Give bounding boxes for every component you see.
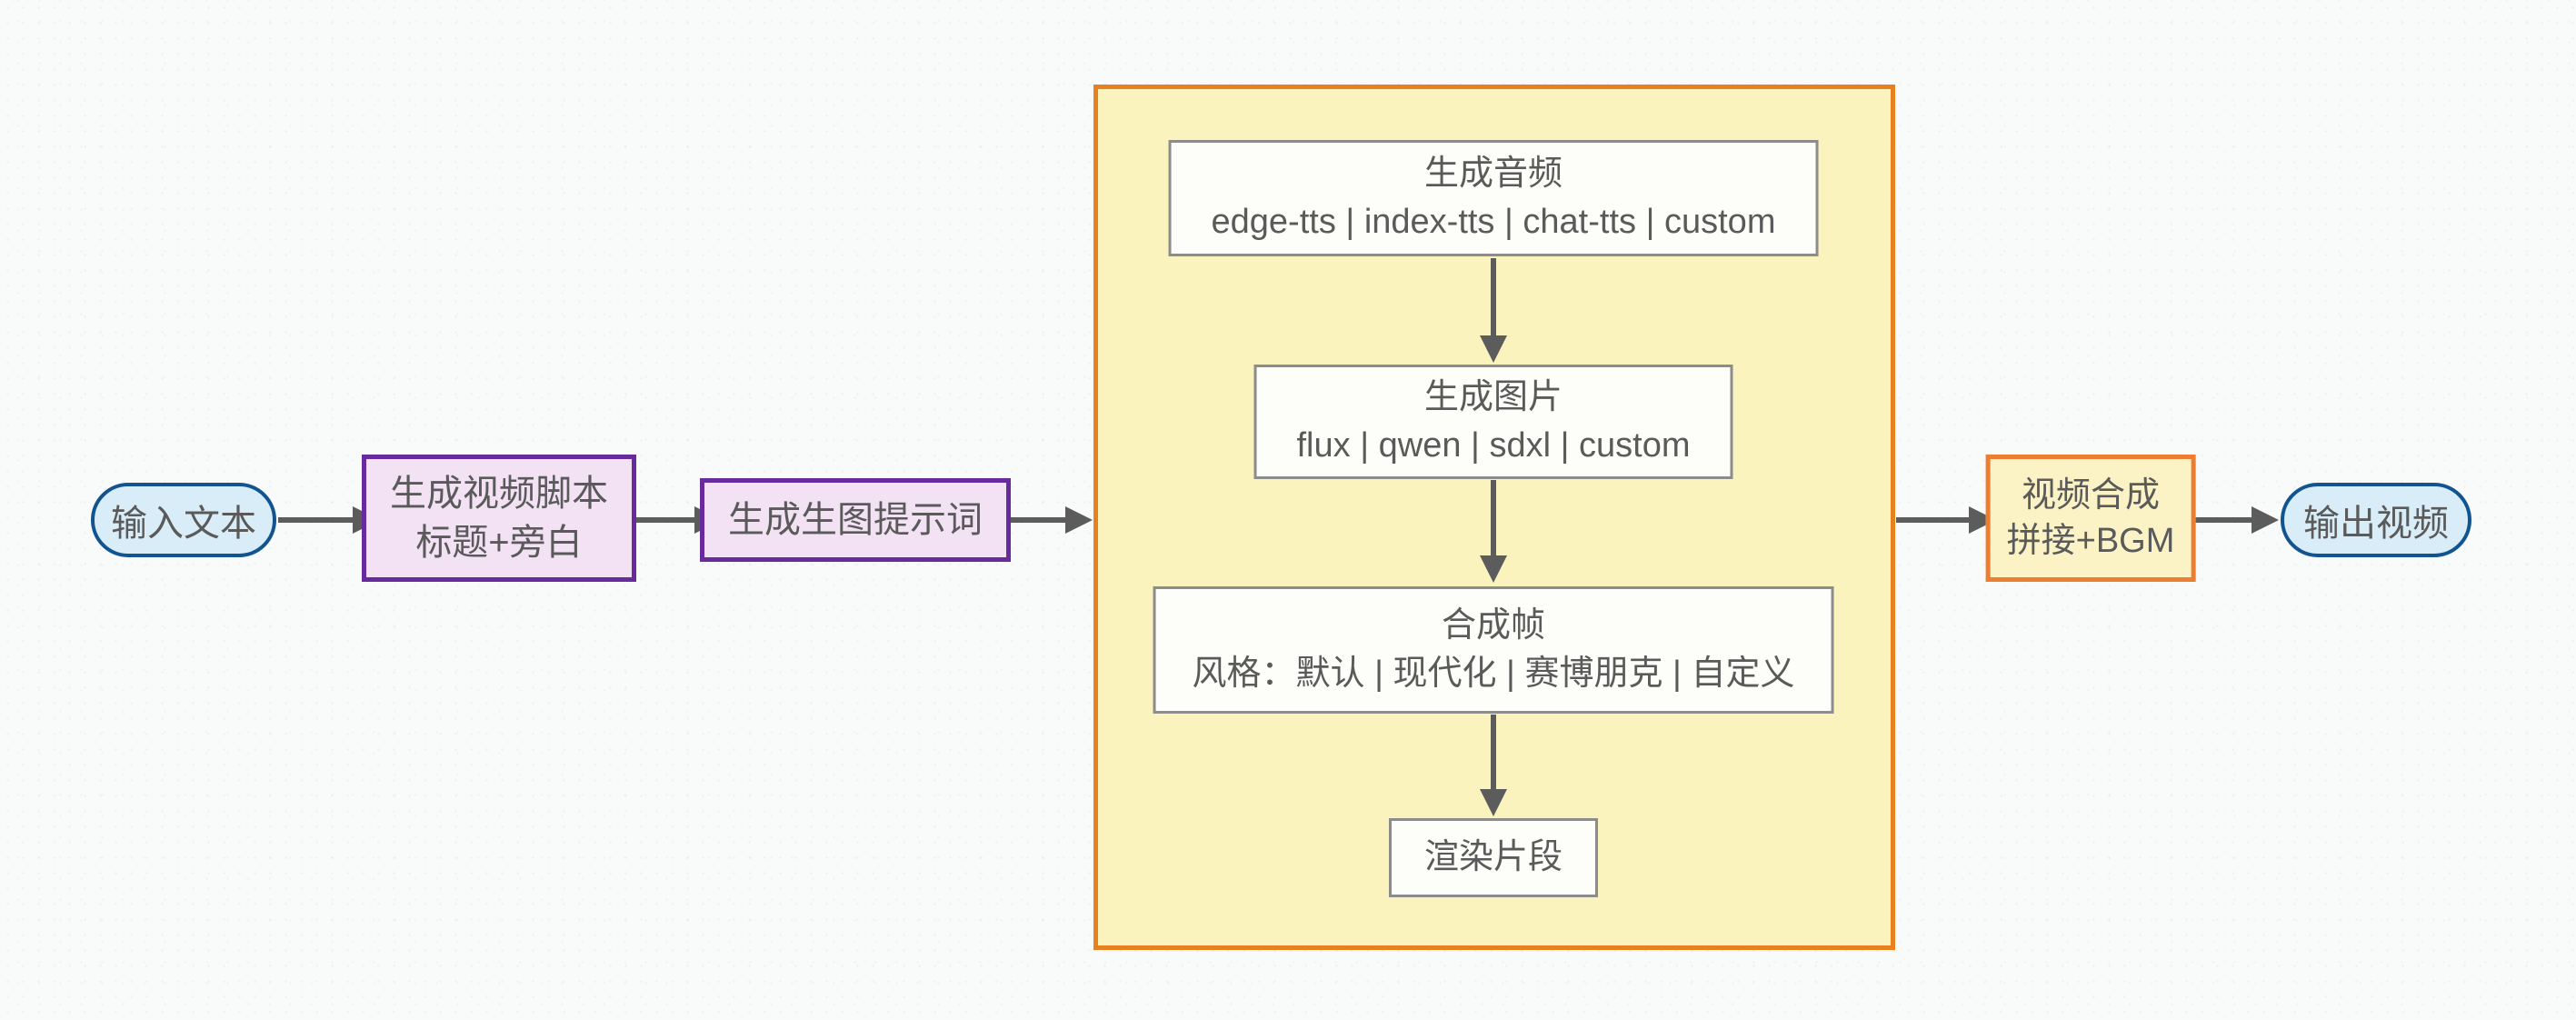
node-compose-frame-title: 合成帧 [1441,606,1545,645]
node-input-text: 输入文本 [91,483,276,557]
node-generate-image: 生成图片 flux | qwen | sdxl | custom [1253,365,1733,479]
arrow-pipeline-to-compose [1896,506,1996,534]
node-generate-script: 生成视频脚本 标题+旁白 [362,455,636,582]
arrow-compose-to-output [2188,506,2279,534]
node-generate-audio-options: edge-tts | index-tts | chat-tts | custom [1211,203,1776,241]
node-generate-image-prompt-label: 生成生图提示词 [728,500,983,540]
node-compose-frame: 合成帧 风格：默认 | 现代化 | 赛博朋克 | 自定义 [1153,586,1834,714]
node-video-compose-line2: 拼接+BGM [2006,522,2175,560]
node-generate-audio: 生成音频 edge-tts | index-tts | chat-tts | c… [1168,140,1819,256]
node-video-compose-line1: 视频合成 [2021,476,2160,515]
node-generate-script-line1: 生成视频脚本 [390,474,608,514]
node-generate-script-line2: 标题+旁白 [415,523,583,563]
node-generate-image-options: flux | qwen | sdxl | custom [1296,426,1691,465]
node-render-clip: 渲染片段 [1388,818,1599,897]
node-output-video: 输出视频 [2281,483,2471,557]
node-generate-image-title: 生成图片 [1423,378,1563,416]
node-video-compose: 视频合成 拼接+BGM [1985,455,2196,582]
node-output-video-label: 输出视频 [2303,504,2449,544]
node-input-text-label: 输入文本 [111,504,256,544]
node-generate-image-prompt: 生成生图提示词 [700,478,1011,562]
node-generate-audio-title: 生成音频 [1423,155,1563,193]
node-render-clip-label: 渲染片段 [1423,838,1563,876]
node-compose-frame-options: 风格：默认 | 现代化 | 赛博朋克 | 自定义 [1192,655,1795,693]
